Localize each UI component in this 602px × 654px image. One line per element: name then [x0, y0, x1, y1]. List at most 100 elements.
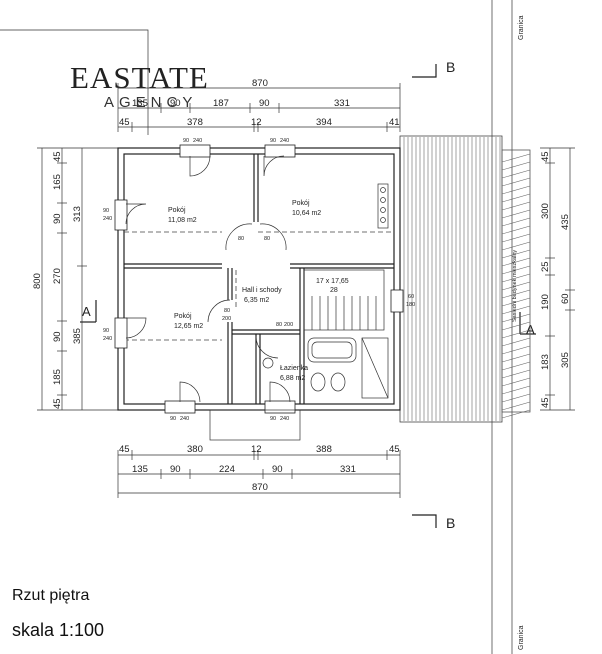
room-5-area: 6,88 m2: [280, 375, 305, 382]
dim-left-inner-1: 313: [72, 206, 83, 222]
exterior-walls: [117, 147, 401, 411]
room-labels: Pokój 11,08 m2 Pokój 10,64 m2 Pokój 12,6…: [168, 200, 321, 382]
dim-right-inner-2: 60: [560, 293, 571, 304]
staircase: 17 x 17,65 28: [303, 269, 385, 331]
logo: EASTATE AGENCY: [0, 29, 209, 135]
section-mark-right: A: [519, 312, 536, 337]
dimensions-top: 870 135 90 187 90 331 45 378 12 394 41: [117, 78, 401, 132]
window-label-6a: 90: [270, 416, 276, 422]
window-label-6b: 240: [280, 416, 289, 422]
door-label-1b: 200: [222, 316, 231, 322]
dimensions-left: 800 45 165 90 270 90 185 45 313 385: [32, 147, 120, 411]
room-3-name: Pokój: [174, 313, 192, 320]
dim-top-r2-5: 41: [389, 117, 400, 128]
room-4-name: Hall i schody: [242, 287, 282, 294]
dim-bot-r2-3: 224: [219, 464, 235, 475]
section-mark-top: B: [412, 59, 455, 78]
dim-top-r2-4: 394: [316, 117, 332, 128]
drawing-scale: skala 1:100: [12, 620, 104, 640]
window-label-5b: 240: [180, 416, 189, 422]
section-mark-bottom: B: [412, 514, 455, 531]
logo-name: EASTATE: [70, 60, 209, 95]
dim-bot-r1-3: 12: [251, 444, 262, 455]
window-label-2a: 90: [270, 138, 276, 144]
dim-left-4: 270: [52, 268, 63, 284]
window-label-2b: 240: [280, 138, 289, 144]
dim-top-r1-1: 135: [132, 98, 148, 109]
interior-walls: [124, 154, 394, 404]
dim-right-inner-3: 305: [560, 352, 571, 368]
room-4-area: 6,35 m2: [244, 297, 269, 304]
window-label-1a: 90: [183, 138, 189, 144]
dim-bot-r1-4: 388: [316, 444, 332, 455]
window-label-4b: 240: [103, 336, 112, 342]
dashed-lines: [124, 231, 394, 341]
room-5-name: Łazienka: [280, 365, 308, 372]
window-label-3a: 90: [103, 208, 109, 214]
room-2-area: 10,64 m2: [292, 210, 321, 217]
windows: [114, 144, 404, 414]
neighbor-building: Sasiedni budynek mieszkalny: [501, 149, 531, 419]
dim-left-7: 45: [52, 398, 63, 409]
window-label-7a: 60: [408, 294, 414, 300]
dim-bot-overall: 870: [252, 482, 268, 493]
door-label-3a: 80: [238, 236, 244, 242]
room-1-name: Pokój: [168, 207, 186, 214]
dim-bot-r2-1: 135: [132, 464, 148, 475]
dim-left-inner-2: 385: [72, 328, 83, 344]
door-label-1a: 80: [224, 308, 230, 314]
section-label-a-left: A: [82, 304, 91, 319]
dim-bot-r2-2: 90: [170, 464, 181, 475]
stairs-spec: 17 x 17,65: [316, 278, 349, 285]
dimensions-bottom: 45 380 12 388 45 135 90 224 90 331 870: [117, 444, 401, 498]
dim-left-2: 165: [52, 174, 63, 190]
dim-bot-r2-4: 90: [272, 464, 283, 475]
room-1-area: 11,08 m2: [168, 217, 197, 224]
stairs-depth: 28: [330, 287, 338, 294]
dim-right-4: 190: [540, 294, 551, 310]
dim-left-5: 90: [52, 331, 63, 342]
dim-right-5: 183: [540, 354, 551, 370]
dim-left-overall: 800: [32, 273, 43, 289]
section-label-a-right: A: [526, 322, 535, 337]
dim-top-r1-5: 331: [334, 98, 350, 109]
balcony: [209, 409, 301, 441]
dim-bot-r1-2: 380: [187, 444, 203, 455]
room-2-name: Pokój: [292, 200, 310, 207]
dim-right-2: 300: [540, 203, 551, 219]
section-label-b-top: B: [446, 59, 455, 75]
drawing-title: Rzut piętra: [12, 587, 89, 604]
wall-unit: [377, 183, 389, 229]
dim-left-1: 45: [52, 151, 63, 162]
door-label-2a: 80: [276, 322, 282, 328]
dim-left-3: 90: [52, 213, 63, 224]
dim-top-r1-4: 90: [259, 98, 270, 109]
section-label-b-bottom: B: [446, 515, 455, 531]
logo-subtitle: AGENCY: [104, 94, 197, 111]
dim-top-r1-3: 187: [213, 98, 229, 109]
window-label-5a: 90: [170, 416, 176, 422]
neighbor-label: Sasiedni budynek mieszkalny: [512, 250, 518, 322]
boundary-label-top: Granica: [518, 15, 525, 40]
window-labels: 90 240 90 240 90 240 90 240 90 240 90 24…: [103, 138, 415, 422]
dim-top-r2-1: 45: [119, 117, 130, 128]
door-label-2b: 200: [284, 322, 293, 328]
boundary-label-bottom: Granica: [518, 625, 525, 650]
dim-right-3: 25: [540, 261, 551, 272]
dim-bot-r1-5: 45: [389, 444, 400, 455]
section-mark-left: A: [80, 300, 97, 323]
room-3-area: 12,65 m2: [174, 323, 203, 330]
dim-top-overall: 870: [252, 78, 268, 89]
dim-left-6: 185: [52, 369, 63, 385]
door-swings: [125, 155, 291, 403]
dim-right-1: 45: [540, 151, 551, 162]
dim-right-inner-1: 435: [560, 214, 571, 230]
dim-top-r2-2: 378: [187, 117, 203, 128]
dimensions-right: 45 300 25 190 183 45 435 60 305: [540, 147, 575, 411]
window-label-7b: 180: [406, 302, 415, 308]
hatched-roof-area: [399, 135, 503, 423]
dim-bot-r1-1: 45: [119, 444, 130, 455]
dim-top-r1-2: 90: [170, 98, 181, 109]
dim-right-6: 45: [540, 397, 551, 408]
